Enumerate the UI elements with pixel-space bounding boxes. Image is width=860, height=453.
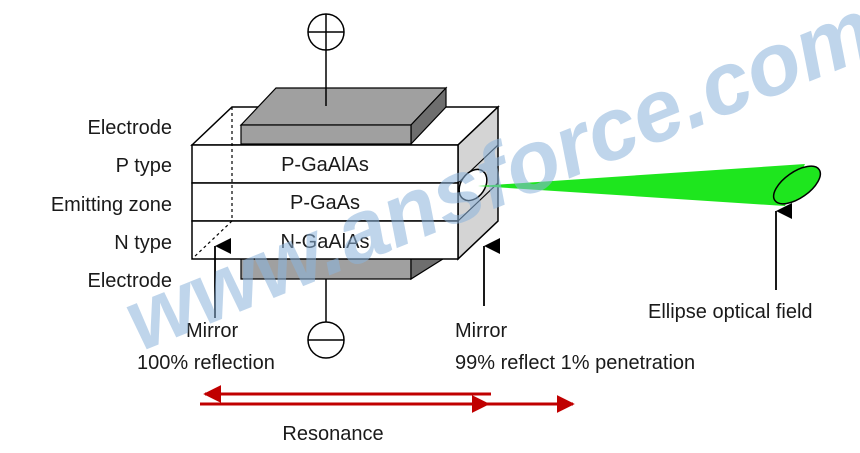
optical-field-label: Ellipse optical field [648,301,813,323]
layer-label-n-gaalas: N-GaAlAs [281,231,370,253]
mirror-right-detail: 99% reflect 1% penetration [455,352,695,374]
layer-label-p-gaas: P-GaAs [290,192,360,214]
positive-terminal [307,13,345,106]
label-n-type: N type [114,232,172,254]
mirror-left-detail: 100% reflection [137,352,275,374]
mirror-left-title: Mirror [186,320,239,342]
layer-label-p-gaalas: P-GaAlAs [281,154,369,176]
layer-p-gaalas [191,144,459,184]
mirror-right-title: Mirror [455,320,508,342]
label-p-type: P type [116,155,172,177]
label-electrode-top: Electrode [88,117,173,139]
label-electrode-bottom: Electrode [88,270,173,292]
laser-chip: P-GaAlAs P-GaAs N-GaAlAs [190,105,500,261]
layer-p-gaas [191,182,459,222]
negative-terminal [307,279,345,359]
resonance-arrows [200,385,575,413]
ellipse-optical-field [772,165,822,205]
layer-n-gaalas [191,220,459,260]
label-emitting-zone: Emitting zone [51,194,172,216]
top-electrode [239,86,448,146]
resonance-label: Resonance [282,423,383,445]
emission-aperture [458,168,488,202]
laser-beam [478,164,805,206]
